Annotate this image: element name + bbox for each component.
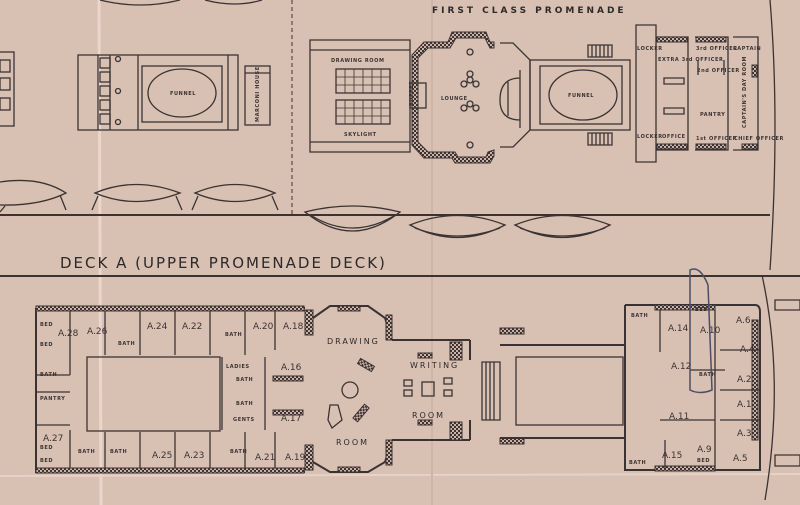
- right-cabin-labels: A.14 A.10 A.6 A.4 A.12 A.2 A.1 A.11 A.3 …: [662, 316, 755, 464]
- svg-text:A.18: A.18: [283, 322, 304, 332]
- svg-text:OFFICE: OFFICE: [662, 134, 686, 140]
- funnel-aft-label: FUNNEL: [170, 91, 196, 97]
- svg-text:2nd OFFICER: 2nd OFFICER: [697, 68, 740, 74]
- svg-text:A.14: A.14: [668, 324, 689, 334]
- svg-text:EXTRA 3rd OFFICER: EXTRA 3rd OFFICER: [658, 57, 723, 63]
- writing-room: WRITING ROOM: [392, 339, 471, 441]
- svg-text:CHIEF OFFICER: CHIEF OFFICER: [734, 136, 784, 142]
- svg-text:BATH: BATH: [631, 313, 648, 319]
- left-cabin-labels: A.28 A.26 A.24 A.22 A.20 A.18 A.16 A.17 …: [43, 322, 306, 463]
- first-class-promenade-title: FIRST CLASS PROMENADE: [432, 6, 627, 16]
- deck-a-plan: A.28 A.26 A.24 A.22 A.20 A.18 A.16 A.17 …: [35, 268, 800, 501]
- svg-text:A.22: A.22: [182, 322, 202, 332]
- svg-text:A.16: A.16: [281, 363, 302, 373]
- funnel-aft: FUNNEL: [77, 54, 239, 131]
- svg-text:A.4: A.4: [740, 345, 755, 355]
- svg-text:A.2: A.2: [737, 375, 752, 385]
- svg-text:BED: BED: [40, 322, 53, 328]
- fold-line-horizontal: [0, 473, 800, 477]
- svg-text:CAPTAIN'S DAY ROOM: CAPTAIN'S DAY ROOM: [742, 56, 748, 128]
- svg-text:A.11: A.11: [669, 412, 689, 422]
- svg-text:A.21: A.21: [255, 453, 275, 463]
- svg-text:BUFFET: BUFFET: [409, 81, 415, 106]
- svg-text:LADIES: LADIES: [226, 364, 250, 370]
- svg-text:A.24: A.24: [147, 322, 168, 332]
- svg-text:A.5: A.5: [733, 454, 748, 464]
- svg-text:DRAWING: DRAWING: [327, 337, 380, 346]
- svg-text:A.9: A.9: [697, 445, 712, 455]
- svg-text:A.25: A.25: [152, 451, 172, 461]
- svg-text:1st OFFICER: 1st OFFICER: [696, 136, 737, 142]
- drawing-room: DRAWING ROOM: [312, 305, 393, 473]
- svg-text:A.28: A.28: [58, 329, 79, 339]
- marconi-house: MARCONI HOUSE: [244, 65, 271, 126]
- svg-text:BATH: BATH: [225, 332, 242, 338]
- svg-text:SKYLIGHT: SKYLIGHT: [344, 132, 377, 138]
- svg-text:BATH: BATH: [236, 401, 253, 407]
- svg-text:BED: BED: [40, 342, 53, 348]
- svg-text:A.3: A.3: [737, 429, 752, 439]
- svg-text:BATH: BATH: [78, 449, 95, 455]
- lounge: BUFFET LOUNGE: [409, 31, 531, 164]
- svg-text:DRAWING ROOM: DRAWING ROOM: [331, 58, 385, 64]
- svg-text:A.12: A.12: [671, 362, 691, 372]
- svg-text:A.20: A.20: [253, 322, 274, 332]
- svg-text:CAPTAIN: CAPTAIN: [733, 46, 761, 52]
- svg-text:BED: BED: [40, 445, 53, 451]
- svg-text:A.27: A.27: [43, 434, 63, 444]
- svg-text:BATH: BATH: [110, 449, 127, 455]
- svg-text:BATH: BATH: [118, 341, 135, 347]
- svg-text:A.10: A.10: [700, 326, 721, 336]
- svg-text:ROOM: ROOM: [336, 438, 369, 447]
- svg-text:WRITING: WRITING: [410, 361, 459, 370]
- svg-text:BED: BED: [697, 458, 710, 464]
- svg-text:MARCONI HOUSE: MARCONI HOUSE: [255, 66, 261, 122]
- svg-text:BATH: BATH: [629, 460, 646, 466]
- deck-a-title: DECK A (UPPER PROMENADE DECK): [60, 254, 387, 272]
- svg-text:A.19: A.19: [285, 453, 306, 463]
- svg-text:A.17: A.17: [281, 414, 301, 424]
- upper-deck-plan: FUNNEL MARCONI HOUSE FIRST CLASS PROMENA…: [0, 0, 784, 271]
- svg-text:3rd OFFICER: 3rd OFFICER: [696, 46, 738, 52]
- drawing-room-skylight: DRAWING ROOM SKYLIGHT: [309, 39, 411, 153]
- svg-text:BATH: BATH: [40, 372, 57, 378]
- svg-text:BATH: BATH: [699, 372, 716, 378]
- svg-text:FUNNEL: FUNNEL: [568, 93, 594, 99]
- svg-text:ROOM: ROOM: [412, 411, 445, 420]
- svg-text:GENTS: GENTS: [233, 417, 255, 423]
- funnel-forward: FUNNEL: [529, 44, 631, 146]
- svg-text:LOUNGE: LOUNGE: [441, 96, 468, 102]
- svg-text:LOCKER: LOCKER: [637, 46, 663, 52]
- svg-text:PANTRY: PANTRY: [700, 112, 725, 118]
- svg-text:LOCKER: LOCKER: [637, 134, 663, 140]
- svg-text:A.15: A.15: [662, 451, 682, 461]
- svg-text:A.1: A.1: [737, 400, 752, 410]
- svg-text:BATH: BATH: [236, 377, 253, 383]
- svg-text:A.6: A.6: [736, 316, 751, 326]
- svg-text:A.23: A.23: [184, 451, 204, 461]
- svg-text:BED: BED: [695, 307, 708, 313]
- officers-quarters: LOCKER EXTRA 3rd OFFICER 3rd OFFICER CAP…: [635, 0, 784, 271]
- fold-line-vertical: [97, 0, 103, 505]
- svg-text:BATH: BATH: [230, 449, 247, 455]
- svg-text:BED: BED: [40, 458, 53, 464]
- svg-text:A.26: A.26: [87, 327, 108, 337]
- svg-text:PANTRY: PANTRY: [40, 396, 65, 402]
